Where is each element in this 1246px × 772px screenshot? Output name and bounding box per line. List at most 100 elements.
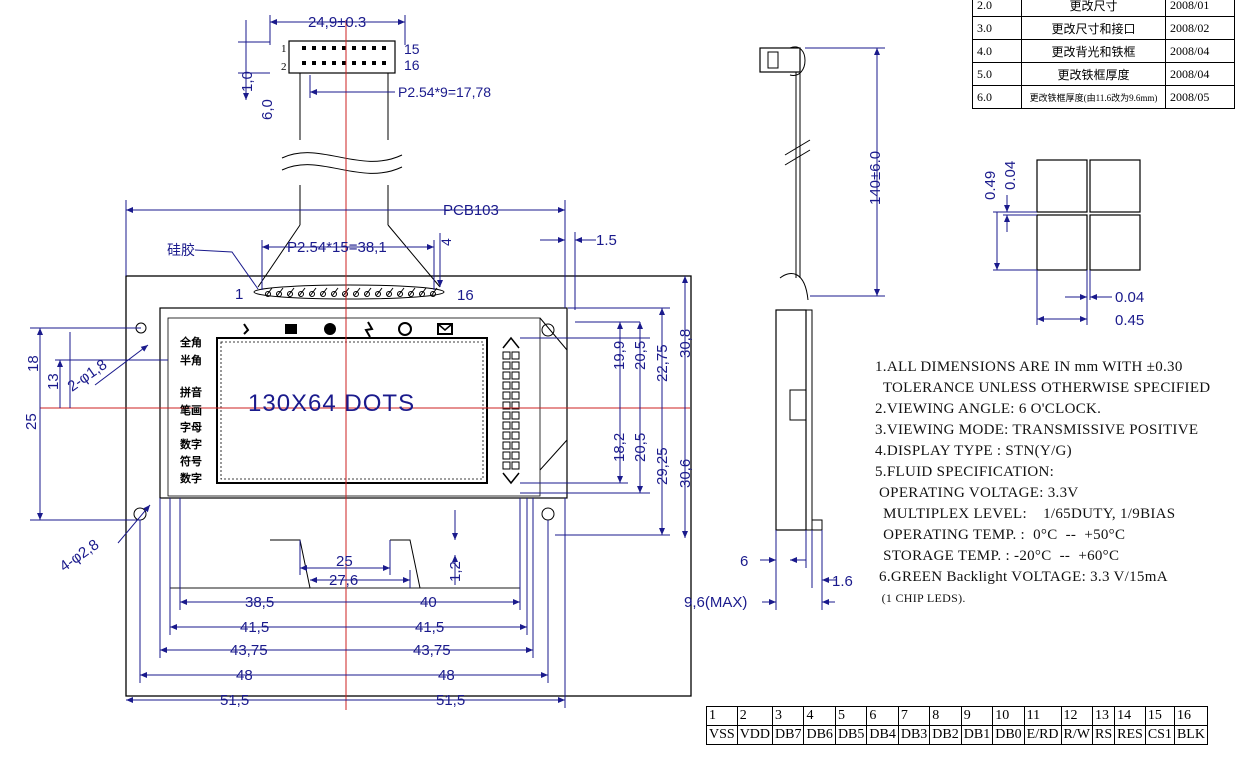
pin-number: 13 — [1091, 706, 1116, 726]
connector-pin — [342, 61, 346, 65]
connector-pin — [332, 61, 336, 65]
pad-ring — [408, 291, 414, 297]
segment — [511, 441, 520, 450]
pin-name: BLK — [1173, 725, 1208, 745]
segment — [511, 351, 520, 360]
rev-desc: 更改尺寸和接口 — [1021, 16, 1166, 40]
rev-number: 5.0 — [972, 62, 1022, 86]
dim-30-6: 30,6 — [677, 459, 694, 488]
annunciator-icons — [243, 321, 453, 338]
connector-pin — [302, 46, 306, 50]
rev-date: 2008/04 — [1165, 39, 1235, 63]
side-label: 笔画 — [180, 403, 202, 417]
pcb-label: PCB103 — [443, 202, 499, 219]
front-view: 130X64 DOTS 全角 半角 拼音 笔画 字母 数字 符号 数字 — [23, 14, 694, 710]
pad-row — [253, 284, 445, 300]
connector-pin — [302, 61, 306, 65]
connector-pin — [342, 46, 346, 50]
pin-number: 12 — [1060, 706, 1094, 726]
segment — [502, 351, 511, 360]
note-line: OPERATING VOLTAGE: 3.3V — [875, 485, 1079, 501]
dim-51-5-left: 51,5 — [220, 692, 249, 709]
dim-20-5-top: 20,5 — [632, 341, 649, 370]
pin-name: CS1 — [1144, 725, 1175, 745]
pin-name: DB2 — [929, 725, 962, 745]
pin-number: 10 — [992, 706, 1025, 726]
dim-side-6: 6 — [740, 553, 748, 570]
pin-number: 1 — [706, 706, 738, 726]
dim-connector-width: 24,9±0.3 — [308, 14, 366, 31]
dim-41-5-left: 41,5 — [240, 619, 269, 636]
pin-number: 8 — [929, 706, 962, 726]
dim-19-9: 19,9 — [611, 341, 628, 370]
side-label: 拼音 — [180, 385, 202, 399]
pin-number: 14 — [1114, 706, 1146, 726]
connector-pin — [352, 46, 356, 50]
side-label: 半角 — [180, 353, 202, 367]
dim-side-1-6: 1.6 — [832, 573, 853, 590]
connector-pin-16: 16 — [404, 57, 420, 73]
dot-detail: 0.49 0.04 0.04 0.45 — [982, 159, 1144, 329]
connector-pin — [382, 61, 386, 65]
pad-ring — [419, 291, 425, 297]
pad-ring — [353, 291, 359, 297]
spec-notes: 1.ALL DIMENSIONS ARE IN mm WITH ±0.30 TO… — [875, 357, 1246, 609]
segment — [511, 371, 520, 380]
dim-1-2: 1,2 — [447, 561, 464, 582]
pin-number: 5 — [834, 706, 868, 726]
connector-pin — [372, 46, 376, 50]
view-area — [216, 337, 488, 484]
mount-hole-br — [541, 507, 555, 521]
rev-date: 2008/01 — [1165, 0, 1235, 17]
connector-pin-1: 1 — [281, 43, 287, 55]
dim-6-0: 6,0 — [259, 99, 276, 120]
segment — [502, 451, 511, 460]
rev-date: 2008/02 — [1165, 16, 1235, 40]
note-line: 6.GREEN Backlight VOLTAGE: 3.3 V/15mA — [875, 569, 1168, 585]
segment — [502, 411, 511, 420]
dim-22-75: 22,75 — [654, 344, 671, 382]
pad-ring — [287, 291, 293, 297]
segment — [511, 401, 520, 410]
rev-desc: 更改背光和铁框 — [1021, 39, 1166, 63]
note-line: 4.DISPLAY TYPE : STN(Y/G) — [875, 443, 1072, 459]
pads — [265, 287, 438, 297]
connector-outline — [288, 40, 396, 74]
pin-number: 3 — [772, 706, 805, 726]
pin-number: 2 — [736, 706, 774, 726]
pin-name: RS — [1091, 725, 1116, 745]
segment — [502, 381, 511, 390]
segment — [502, 401, 511, 410]
dim-48-right: 48 — [438, 667, 455, 684]
pin-name: VDD — [736, 725, 774, 745]
rev-desc: 更改铁框厚度(由11.6改为9.6mm) — [1021, 85, 1166, 109]
segment — [511, 431, 520, 440]
pcb-outline — [125, 275, 692, 697]
pin-name: E/RD — [1023, 725, 1062, 745]
dim-25-bottom: 25 — [336, 553, 353, 570]
pad-ring — [397, 291, 403, 297]
dim-38-5: 38,5 — [245, 594, 274, 611]
pin-number: 11 — [1023, 706, 1062, 726]
mount-hole-bl — [133, 507, 147, 521]
pad-ring — [309, 291, 315, 297]
rev-number: 2.0 — [972, 0, 1022, 17]
segment — [511, 461, 520, 470]
segment — [511, 421, 520, 430]
connector-pin — [312, 46, 316, 50]
pad-ring — [265, 291, 271, 297]
note-line: 5.FLUID SPECIFICATION: — [875, 464, 1055, 480]
pad-ring — [342, 291, 348, 297]
dim-0-04-vertical: 0.04 — [1002, 161, 1019, 190]
pin-name: R/W — [1060, 725, 1094, 745]
connector-pins — [302, 46, 386, 65]
pad-ring — [331, 291, 337, 297]
dim-hole-large: 4-φ2,8 — [57, 536, 103, 575]
side-label: 数字 — [180, 471, 202, 485]
pin-number: 16 — [1173, 706, 1208, 726]
rev-date: 2008/05 — [1165, 85, 1235, 109]
